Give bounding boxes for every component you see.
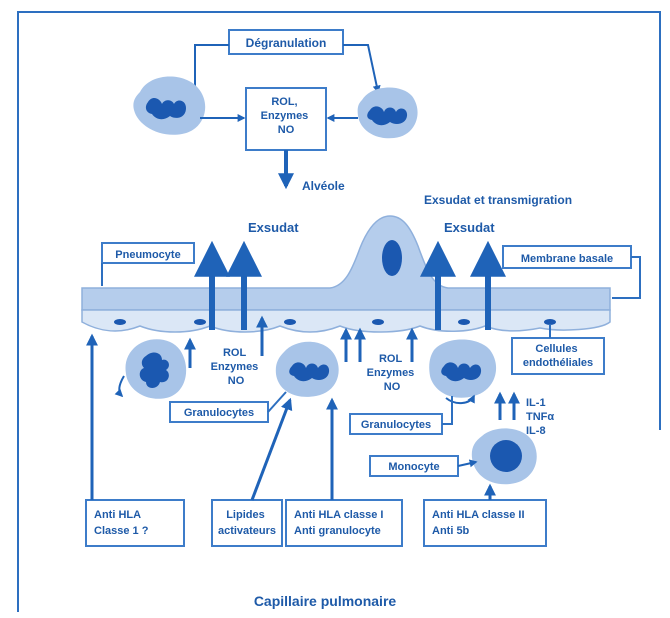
- curved-arrow-right: [445, 394, 475, 404]
- arrow-lipides: [250, 397, 293, 501]
- capillaire-label: Capillaire pulmonaire: [254, 593, 397, 609]
- anti-hla-classe1-granulocyte-box: [285, 499, 403, 547]
- membrane-basale-label: Membrane basale: [521, 253, 613, 265]
- granulocytes-left-pointer: [267, 391, 287, 413]
- rol-right-text: ROL Enzymes NO: [367, 353, 418, 393]
- endothelial-nucleus-2: [194, 319, 206, 325]
- monocyte-pointer: [457, 459, 478, 468]
- rol-enzymes-no-box: [245, 87, 327, 151]
- exsudat-transmigration-label: Exsudat et transmigration: [424, 193, 572, 207]
- anti-hla-classe1-granulocyte-text: Anti HLA classe I Anti granulocyte: [294, 509, 387, 537]
- granulocytes-left-label: Granulocytes: [184, 407, 254, 419]
- lipides-box: [211, 499, 283, 547]
- outer-frame: [17, 11, 661, 612]
- endothelial-nucleus-5: [458, 319, 470, 325]
- rol-box-text: ROL, Enzymes NO: [261, 96, 312, 136]
- granulocytes-right-pointer: [442, 396, 453, 425]
- degranulation-label: Dégranulation: [246, 36, 327, 50]
- curved-arrow-left: [114, 375, 125, 398]
- granulocytes-right-label: Granulocytes: [361, 419, 431, 431]
- anti-hla-classe1-box: [85, 499, 185, 547]
- endothelial-nucleus-1: [114, 319, 126, 325]
- pneumocyte-nucleus: [382, 240, 402, 276]
- alveole-label: Alvéole: [302, 179, 345, 193]
- endothelial-nucleus-6: [544, 319, 556, 325]
- degranulation-box: [228, 29, 344, 55]
- membrane-basale-pointer: [612, 256, 641, 299]
- rol-left-text: ROL Enzymes NO: [211, 347, 262, 387]
- granulocyte-top-right: [357, 87, 418, 139]
- exsudat-left-label: Exsudat: [248, 220, 299, 235]
- monocyte-cell: [471, 428, 537, 485]
- granulocyte-left: [125, 339, 187, 399]
- cellules-endotheliales-box: [511, 337, 605, 375]
- endothelial-layer: [81, 309, 611, 333]
- lipides-text: Lipides activateurs: [218, 509, 276, 537]
- pneumocyte-label: Pneumocyte: [115, 249, 180, 261]
- degranulation-arrow-right: [343, 44, 381, 94]
- monocyte-label: Monocyte: [388, 461, 439, 473]
- granulocyte-middle: [275, 341, 339, 397]
- endothelial-nucleus-3: [284, 319, 296, 325]
- anti-hla-classe2-box: [423, 499, 547, 547]
- granulocyte-right: [429, 339, 497, 398]
- anti-hla-classe1-text: Anti HLA Classe 1 ?: [94, 509, 149, 537]
- granulocyte-top-left: [133, 76, 206, 135]
- cytokines-text: IL-1 TNFα IL-8: [526, 397, 557, 437]
- exsudat-right-label: Exsudat: [444, 220, 495, 235]
- cellules-endotheliales-label: Cellules endothéliales: [523, 343, 593, 369]
- endothelial-nucleus-4: [372, 319, 384, 325]
- anti-hla-classe2-text: Anti HLA classe II Anti 5b: [432, 509, 528, 537]
- degranulation-arrow-left: [191, 44, 229, 100]
